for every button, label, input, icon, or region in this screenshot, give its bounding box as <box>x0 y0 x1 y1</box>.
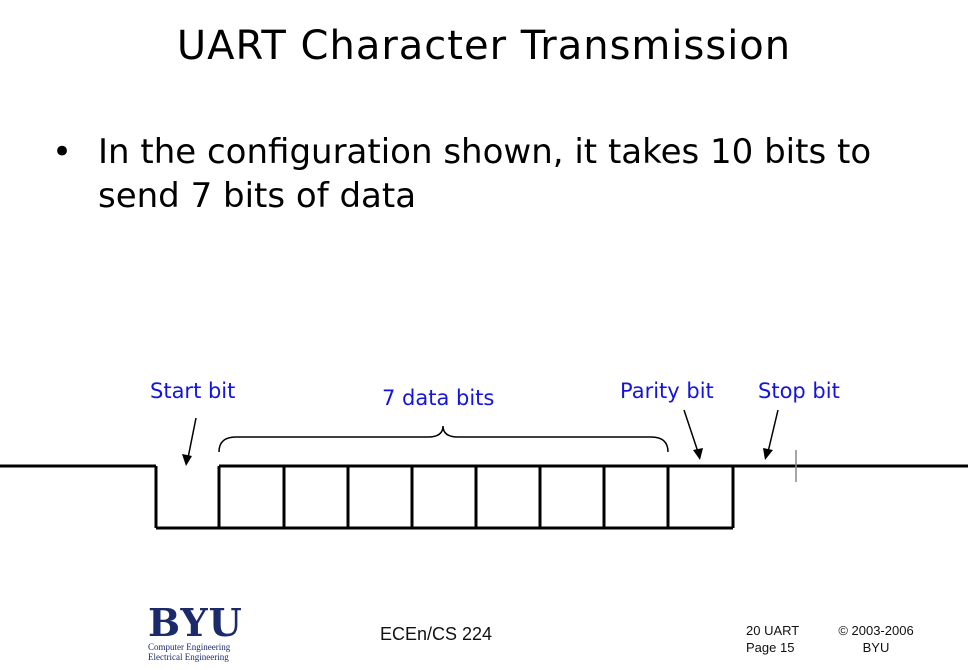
page-info: 20 UART Page 15 <box>746 622 799 656</box>
slide-title: UART Character Transmission <box>176 23 792 69</box>
logo-wordmark: BYU <box>148 600 243 645</box>
bullet-text: In the configuration shown, it takes 10 … <box>98 132 872 216</box>
stop-bit-label: Stop bit <box>758 379 840 403</box>
logo-line-1: Computer Engineering <box>148 642 231 652</box>
copyright-org: BYU <box>862 640 890 655</box>
bullet-icon: • <box>52 132 73 172</box>
copyright: © 2003-2006 BYU <box>828 622 924 656</box>
stop-bit-arrow <box>763 409 779 460</box>
page-number: Page 15 <box>746 640 795 655</box>
byu-logo: BYU Computer Engineering Electrical Engi… <box>148 600 243 663</box>
parity-bit-label: Parity bit <box>620 379 714 403</box>
parity-bit-arrow <box>683 409 703 460</box>
data-bits-brace <box>218 425 669 453</box>
start-bit-arrow <box>182 417 197 466</box>
data-bits-label: 7 data bits <box>382 386 494 410</box>
logo-line-2: Electrical Engineering <box>148 652 229 662</box>
lecture-name: 20 UART <box>746 623 800 638</box>
start-bit-label: Start bit <box>150 379 235 403</box>
copyright-years: © 2003-2006 <box>838 623 914 638</box>
course-code: ECEn/CS 224 <box>380 624 493 644</box>
